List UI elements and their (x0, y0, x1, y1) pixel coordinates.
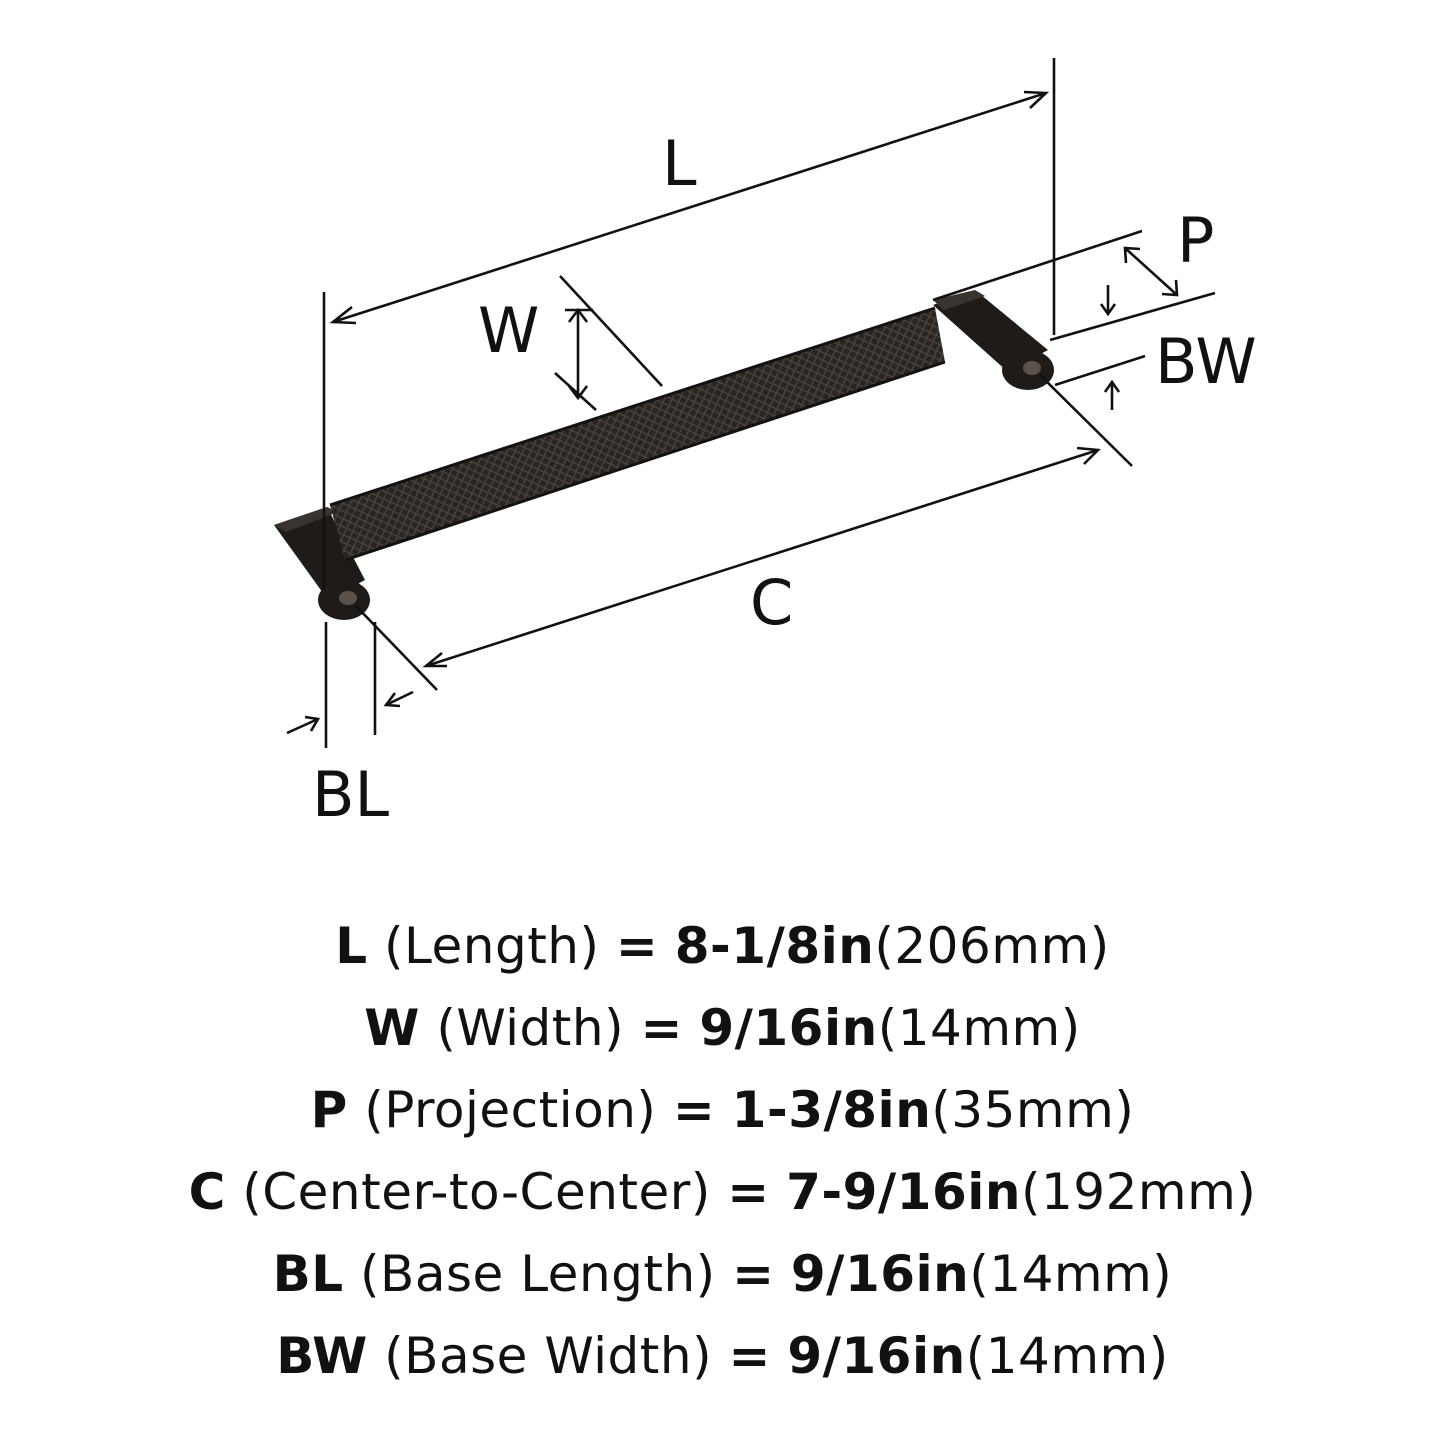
spec-metric-value: (206mm) (874, 917, 1110, 975)
left-base-top (274, 507, 338, 532)
spec-base-width: BW (Base Width) = 9/16in(14mm) (0, 1315, 1445, 1397)
label-w: W (478, 294, 539, 367)
spec-imperial-value: 9/16in (699, 999, 878, 1057)
spec-metric-value: (14mm) (965, 1327, 1169, 1385)
spec-equals: = (732, 1245, 775, 1303)
spec-code: BW (276, 1327, 368, 1385)
spec-equals: = (672, 1081, 716, 1139)
spec-equals: = (615, 917, 659, 975)
spec-description: (Projection) (364, 1081, 657, 1139)
spec-description: (Width) (436, 999, 625, 1057)
label-bl: BL (312, 758, 390, 831)
spec-code: BL (272, 1245, 344, 1303)
spec-code: P (310, 1081, 348, 1139)
specifications-list: L (Length) = 8-1/8in(206mm) W (Width) = … (0, 905, 1445, 1397)
cabinet-pull-handle (274, 290, 1054, 620)
spec-metric-value: (35mm) (931, 1081, 1135, 1139)
spec-imperial-value: 9/16in (787, 1327, 966, 1385)
left-base-leg (274, 507, 365, 600)
spec-code: C (188, 1163, 226, 1221)
spec-metric-value: (14mm) (969, 1245, 1173, 1303)
spec-description: (Base Length) (360, 1245, 716, 1303)
spec-equals: = (727, 1163, 770, 1221)
spec-code: W (364, 999, 420, 1057)
spec-center-to-center: C (Center-to-Center) = 7-9/16in(192mm) (0, 1151, 1445, 1233)
spec-imperial-value: 8-1/8in (674, 917, 875, 975)
spec-code: L (335, 917, 368, 975)
spec-metric-value: (14mm) (877, 999, 1081, 1057)
spec-imperial-value: 7-9/16in (786, 1163, 1021, 1221)
dimension-lines (286, 58, 1216, 748)
spec-imperial-value: 1-3/8in (731, 1081, 932, 1139)
spec-equals: = (728, 1327, 771, 1385)
spec-imperial-value: 9/16in (790, 1245, 970, 1303)
spec-width: W (Width) = 9/16in(14mm) (0, 987, 1445, 1069)
knurled-bar (330, 308, 945, 560)
label-l: L (662, 127, 697, 200)
spec-length: L (Length) = 8-1/8in(206mm) (0, 905, 1445, 987)
spec-description: (Center-to-Center) (242, 1163, 711, 1221)
spec-metric-value: (192mm) (1020, 1163, 1257, 1221)
label-p: P (1177, 204, 1214, 277)
spec-description: (Base Width) (384, 1327, 713, 1385)
label-c: C (750, 566, 793, 639)
spec-base-length: BL (Base Length) = 9/16in(14mm) (0, 1233, 1445, 1315)
dimension-diagram: L W P BW C BL (274, 58, 1257, 831)
right-base-top (933, 290, 985, 310)
spec-description: (Length) (384, 917, 600, 975)
label-bw: BW (1155, 325, 1257, 398)
spec-projection: P (Projection) = 1-3/8in(35mm) (0, 1069, 1445, 1151)
spec-equals: = (640, 999, 683, 1057)
